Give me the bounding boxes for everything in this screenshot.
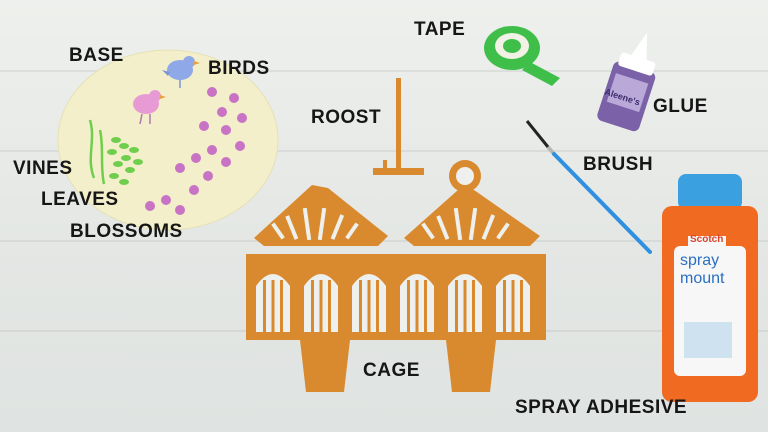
label-leaves: LEAVES [41, 189, 119, 210]
spray-brand-text: Scotch [690, 234, 724, 245]
blossom [175, 163, 185, 173]
cage-bar [376, 280, 379, 332]
label-glue: GLUE [653, 96, 708, 117]
cage-bar [415, 280, 419, 332]
bird-pink [133, 90, 166, 125]
roost-piece [373, 78, 424, 175]
cage-bar [472, 280, 475, 332]
blossom [229, 93, 239, 103]
blossom-cluster [145, 87, 247, 215]
label-roost: ROOST [311, 107, 382, 128]
blossom [221, 125, 231, 135]
cage-bar [463, 280, 467, 332]
cage-bar [319, 280, 323, 332]
cage-bar [407, 280, 410, 332]
blossom [221, 157, 231, 167]
blossom [207, 87, 217, 97]
base-disc [57, 49, 279, 231]
cage-bar [263, 280, 266, 332]
glue-bottle [597, 32, 656, 132]
cage-bar [455, 280, 458, 332]
wood-plank-seam [0, 150, 768, 152]
blossom [207, 145, 217, 155]
cage-bar [503, 280, 506, 332]
paint-brush [525, 120, 652, 254]
label-base: BASE [69, 45, 124, 66]
blossom [145, 201, 155, 211]
cage-bar [367, 280, 371, 332]
cage-bar [271, 280, 275, 332]
blossom [191, 153, 201, 163]
spray-can [662, 174, 758, 402]
cage-bar [520, 280, 523, 332]
blossom [235, 141, 245, 151]
label-brush: BRUSH [583, 154, 654, 175]
blossom [237, 113, 247, 123]
blossom [199, 121, 209, 131]
cage-bar [280, 280, 283, 332]
cage-roof-left [254, 185, 388, 246]
blossom [217, 107, 227, 117]
wood-plank-seam [0, 240, 768, 242]
bird-blue [162, 56, 200, 88]
leaves [107, 137, 143, 185]
blossom [189, 185, 199, 195]
wood-plank-seam [0, 70, 768, 72]
label-tape: TAPE [414, 19, 466, 40]
label-vines: VINES [13, 158, 73, 179]
blossom [161, 195, 171, 205]
spray-name-line1: spray [680, 252, 720, 269]
cage-bar [328, 280, 331, 332]
tape-dispenser [484, 26, 560, 86]
cage-bar [424, 280, 427, 332]
blossom [203, 171, 213, 181]
label-spray-adhesive: SPRAY ADHESIVE [515, 397, 688, 418]
cage-bar [511, 280, 515, 332]
label-blossoms: BLOSSOMS [70, 221, 183, 242]
label-cage: CAGE [363, 360, 420, 381]
blossom [175, 205, 185, 215]
cage-roof-right [404, 160, 540, 246]
label-birds: BIRDS [208, 58, 270, 79]
cage-bar [359, 280, 362, 332]
spray-name-line2: mount [680, 270, 725, 287]
cage-body [246, 254, 546, 392]
vines [88, 119, 106, 185]
cage-bar [311, 280, 314, 332]
